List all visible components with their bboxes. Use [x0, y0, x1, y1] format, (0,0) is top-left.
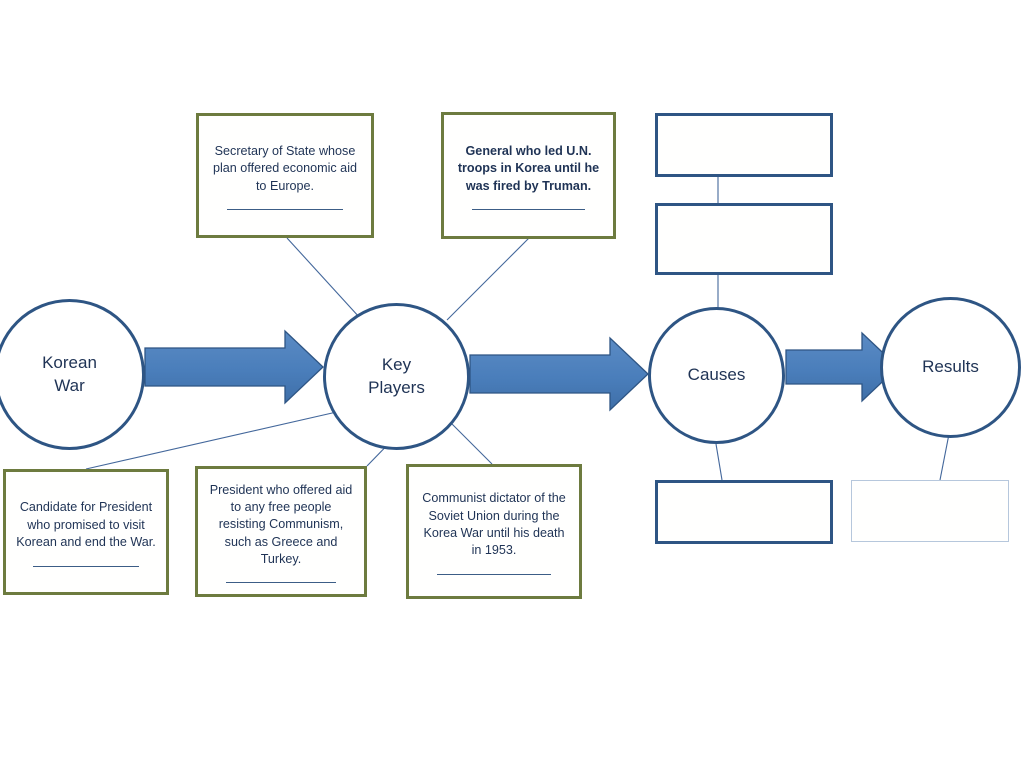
- note-box-truman[interactable]: President who offered aid to any free pe…: [195, 466, 367, 597]
- note-box-stalin[interactable]: Communist dictator of the Soviet Union d…: [406, 464, 582, 599]
- note-box-stalin-text: Communist dictator of the Soviet Union d…: [422, 491, 566, 558]
- note-box-macarthur-text: General who led U.N. troops in Korea unt…: [457, 143, 600, 193]
- circle-key-players[interactable]: Key Players: [323, 303, 470, 450]
- circle-results-label: Results: [922, 357, 979, 377]
- circle-causes-label: Causes: [687, 365, 746, 385]
- note-box-macarthur-blank[interactable]: [471, 209, 586, 211]
- note-box-truman-text: President who offered aid to any free pe…: [209, 482, 353, 567]
- note-box-marshall[interactable]: Secretary of State whose plan offered ec…: [196, 113, 374, 238]
- connector-causes-to-cause-3: [715, 443, 723, 481]
- note-box-truman-blank[interactable]: [225, 582, 337, 584]
- note-box-marshall-blank[interactable]: [227, 209, 343, 211]
- answer-box-cause-3[interactable]: [655, 480, 833, 544]
- circle-korean-war-label: Korean War: [42, 352, 97, 395]
- answer-box-cause-1[interactable]: [655, 113, 833, 177]
- note-box-eisenhower-text: Candidate for President who promised to …: [16, 500, 156, 550]
- circle-causes[interactable]: Causes: [648, 307, 785, 444]
- connector-results-to-result-1: [939, 433, 950, 481]
- circle-key-players-label: Key Players: [368, 354, 425, 397]
- connector-macarthur: [446, 237, 530, 321]
- note-box-marshall-text: Secretary of State whose plan offered ec…: [213, 143, 357, 193]
- arrow-key-players-to-causes: [469, 336, 649, 412]
- answer-box-cause-2[interactable]: [655, 203, 833, 275]
- note-box-eisenhower[interactable]: Candidate for President who promised to …: [3, 469, 169, 595]
- connector-marshall: [286, 237, 361, 319]
- circle-korean-war[interactable]: Korean War: [0, 299, 145, 450]
- note-box-stalin-blank[interactable]: [437, 573, 551, 575]
- circle-results[interactable]: Results: [880, 297, 1021, 438]
- answer-box-result-1[interactable]: [851, 480, 1009, 542]
- arrow-korean-war-to-key-players: [144, 329, 324, 405]
- note-box-macarthur[interactable]: General who led U.N. troops in Korea unt…: [441, 112, 616, 239]
- note-box-eisenhower-blank[interactable]: [32, 565, 140, 567]
